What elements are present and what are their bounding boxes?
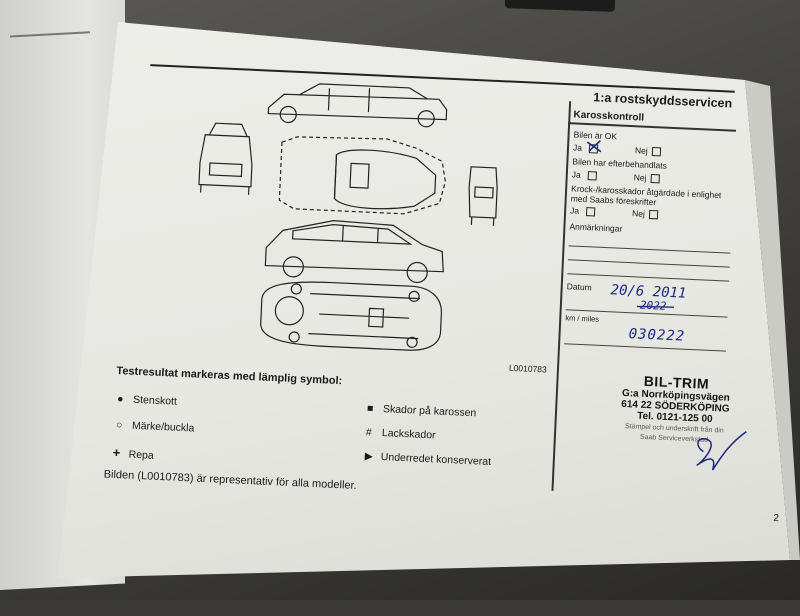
booklet-page <box>58 22 790 578</box>
q3-yes-checkbox[interactable] <box>585 207 596 217</box>
filled-square-icon: ■ <box>366 402 374 415</box>
q1-yes-label: Ja <box>572 142 583 153</box>
footnote: Bilden (L0010783) är representativ för a… <box>103 468 357 492</box>
q1-no-checkbox[interactable] <box>651 147 662 157</box>
legend-label: Stenskott <box>132 393 178 408</box>
car-rear-view <box>468 166 498 226</box>
q1-no-label: Nej <box>634 145 648 156</box>
legend-title: Testresultat markeras med lämplig symbol… <box>116 364 343 388</box>
legend-item-repa: + Repa <box>112 445 154 462</box>
page-number: 2 <box>773 512 780 525</box>
q3-no-label: Nej <box>631 208 646 219</box>
car-damage-diagram <box>198 83 498 351</box>
open-circle-icon: ○ <box>115 418 123 432</box>
mileage-label: km / miles <box>565 313 600 324</box>
date-label: Datum <box>566 281 592 293</box>
legend-item-underredet: ▶ Underredet konserverat <box>365 450 492 468</box>
legend-item-marke-buckla: ○ Märke/buckla <box>116 419 195 435</box>
form-divider <box>551 101 571 491</box>
remarks-label: Anmärkningar <box>569 221 623 234</box>
q2-yes-checkbox[interactable] <box>587 171 597 181</box>
remarks-line-3[interactable] <box>567 273 730 282</box>
q2-yes-label: Ja <box>571 169 582 180</box>
page-title: 1:a rostskyddsservicen <box>593 90 733 111</box>
plus-icon: + <box>112 444 121 461</box>
signature-icon <box>696 430 747 471</box>
car-roof-view <box>278 136 446 215</box>
car-underside-view <box>260 281 442 351</box>
car-side-top-view <box>267 83 448 128</box>
filled-circle-icon: ● <box>116 393 124 406</box>
mileage-line[interactable] <box>564 343 726 352</box>
mileage-value: 030222 <box>628 326 686 345</box>
legend-item-skador: ■ Skador på karossen <box>367 402 477 419</box>
car-front-view <box>198 122 253 195</box>
legend-label: Repa <box>128 448 155 462</box>
hash-icon: # <box>365 426 373 439</box>
legend-item-stenskott: ● Stenskott <box>117 393 177 408</box>
triangle-right-icon: ▶ <box>364 450 374 463</box>
legend-label: Lackskador <box>381 427 436 442</box>
car-side-view <box>264 220 444 284</box>
legend-label: Skador på karossen <box>382 403 477 420</box>
q3-no-checkbox[interactable] <box>648 209 659 220</box>
section-title: Karosskontroll <box>573 109 645 124</box>
q2-no-label: Nej <box>633 172 647 183</box>
legend-item-lackskador: # Lackskador <box>366 426 436 441</box>
q3-yes-label: Ja <box>569 205 580 216</box>
remarks-line-1[interactable] <box>568 245 731 254</box>
legend-label: Underredet konserverat <box>380 451 492 469</box>
remarks-line-2[interactable] <box>567 259 730 268</box>
strikethrough-mark <box>636 305 674 308</box>
q2-label: Bilen har efterbehandlats <box>572 156 668 171</box>
legend-label: Märke/buckla <box>131 419 195 435</box>
check-mark-icon <box>586 140 602 153</box>
diagram-reference: L0010783 <box>508 362 548 375</box>
q2-no-checkbox[interactable] <box>650 173 660 184</box>
